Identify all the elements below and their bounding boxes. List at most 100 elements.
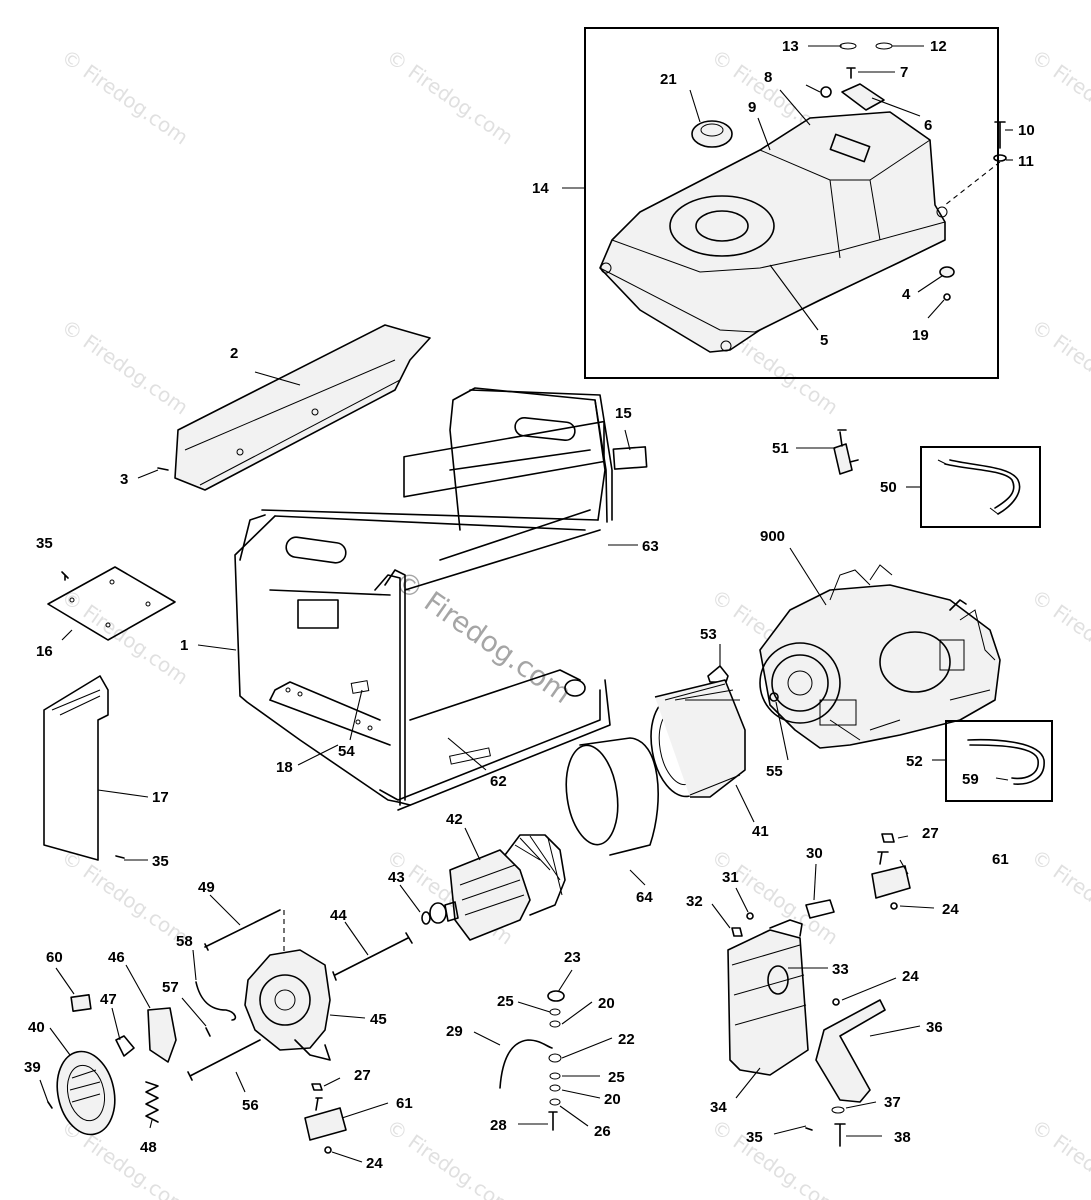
stator-body xyxy=(654,679,746,798)
callout-7: 7 xyxy=(900,64,908,81)
screw-35 xyxy=(61,571,69,581)
plate xyxy=(47,566,176,641)
callout-labels: 1 2 3 4 5 6 7 8 9 10 11 12 13 14 15 16 1… xyxy=(24,38,1035,1172)
callout-64: 64 xyxy=(636,889,653,906)
callout-35a: 35 xyxy=(36,535,53,552)
part-60 xyxy=(70,994,92,1012)
through-bolt-44 xyxy=(334,932,413,976)
engine xyxy=(759,564,1001,749)
fuel-line-group-2 xyxy=(945,720,1053,802)
washer-20 xyxy=(549,1020,561,1028)
plate-16 xyxy=(47,566,176,641)
callout-5: 5 xyxy=(820,332,828,349)
decal-15 xyxy=(612,446,648,470)
callout-63: 63 xyxy=(642,538,659,555)
side-panel xyxy=(43,675,109,861)
callout-38: 38 xyxy=(894,1129,911,1146)
stator xyxy=(650,679,746,798)
washer-43 xyxy=(421,911,431,925)
panel-17 xyxy=(43,675,125,861)
callout-46: 46 xyxy=(108,949,125,966)
watermark-text: © Firedog.com xyxy=(382,44,518,149)
brush-holder-47 xyxy=(115,1035,135,1057)
callout-26: 26 xyxy=(594,1123,611,1140)
ground-stud-28 xyxy=(548,1111,558,1131)
callout-35b: 35 xyxy=(152,853,169,870)
callout-30: 30 xyxy=(806,845,823,862)
callout-48: 48 xyxy=(140,1139,157,1156)
frame-cross-brace xyxy=(403,420,605,498)
callout-25a: 25 xyxy=(497,993,514,1010)
callout-53: 53 xyxy=(700,626,717,643)
callout-61b: 61 xyxy=(396,1095,413,1112)
cover-53 xyxy=(707,665,729,683)
callout-24b: 24 xyxy=(902,968,919,985)
callout-27a: 27 xyxy=(922,825,939,842)
gauge-float xyxy=(820,86,832,98)
callout-21: 21 xyxy=(660,71,677,88)
fuel-line xyxy=(944,463,1015,509)
callout-39: 39 xyxy=(24,1059,41,1076)
fuel-shutoff-valve xyxy=(833,443,853,475)
callout-36: 36 xyxy=(926,1019,943,1036)
callout-52: 52 xyxy=(906,753,923,770)
brush-cover-46 xyxy=(147,1007,177,1063)
fuel-line-2 xyxy=(969,744,1039,780)
callout-17: 17 xyxy=(152,789,169,806)
washer-11 xyxy=(993,154,1007,162)
callout-44: 44 xyxy=(330,907,347,924)
callout-56: 56 xyxy=(242,1097,259,1114)
watermark-text: © Firedog.com xyxy=(1027,584,1091,689)
callout-18: 18 xyxy=(276,759,293,776)
nut-24c xyxy=(832,998,840,1006)
rotor-shaft xyxy=(444,901,459,922)
spark-plug xyxy=(949,599,967,611)
callout-61a: 61 xyxy=(992,851,1009,868)
callout-13: 13 xyxy=(782,38,799,55)
frame xyxy=(234,387,613,811)
watermark-text: © Firedog.com xyxy=(57,44,193,149)
stator-cover xyxy=(565,737,659,856)
callout-54: 54 xyxy=(338,743,355,760)
screw-35b xyxy=(115,855,125,859)
callout-47: 47 xyxy=(100,991,117,1008)
callout-14: 14 xyxy=(532,180,549,197)
callout-23: 23 xyxy=(564,949,581,966)
rotor-fan xyxy=(504,834,566,916)
callout-3: 3 xyxy=(120,471,128,488)
bolt-55 xyxy=(769,692,779,702)
callout-32: 32 xyxy=(686,893,703,910)
callout-900: 900 xyxy=(760,528,785,545)
callout-29: 29 xyxy=(446,1023,463,1040)
rotor xyxy=(429,834,566,941)
end-cover-40 xyxy=(56,1050,116,1136)
hose-clamp xyxy=(937,459,999,515)
fuel-line-box xyxy=(920,446,1041,528)
watermark-text: © Firedog.com xyxy=(1027,44,1091,149)
vibration-mount-2 xyxy=(871,865,911,899)
watermark-text: © Firedog.com xyxy=(57,314,193,419)
decal-54 xyxy=(350,680,370,694)
callout-4: 4 xyxy=(902,286,911,303)
screw-39 xyxy=(47,1101,53,1109)
vibration-mount xyxy=(304,1107,347,1141)
frame-bracket xyxy=(297,599,339,629)
callout-2: 2 xyxy=(230,345,238,362)
bolt-38 xyxy=(834,1123,846,1147)
callout-24a: 24 xyxy=(942,901,959,918)
frame-tube-outer xyxy=(234,515,411,806)
ground-wire-assembly xyxy=(499,990,565,1131)
rotor-body xyxy=(449,849,531,941)
panel-cover xyxy=(174,324,431,491)
callout-40: 40 xyxy=(28,1019,45,1036)
callout-37: 37 xyxy=(884,1094,901,1111)
bolt-56 xyxy=(187,1039,261,1081)
vibration-mount-right xyxy=(871,833,911,910)
wing-nut-23 xyxy=(547,990,565,1002)
callout-25b: 25 xyxy=(608,1069,625,1086)
screw-35c xyxy=(805,1127,813,1131)
nut-32 xyxy=(731,927,743,937)
callout-62: 62 xyxy=(490,773,507,790)
callout-31: 31 xyxy=(722,869,739,886)
